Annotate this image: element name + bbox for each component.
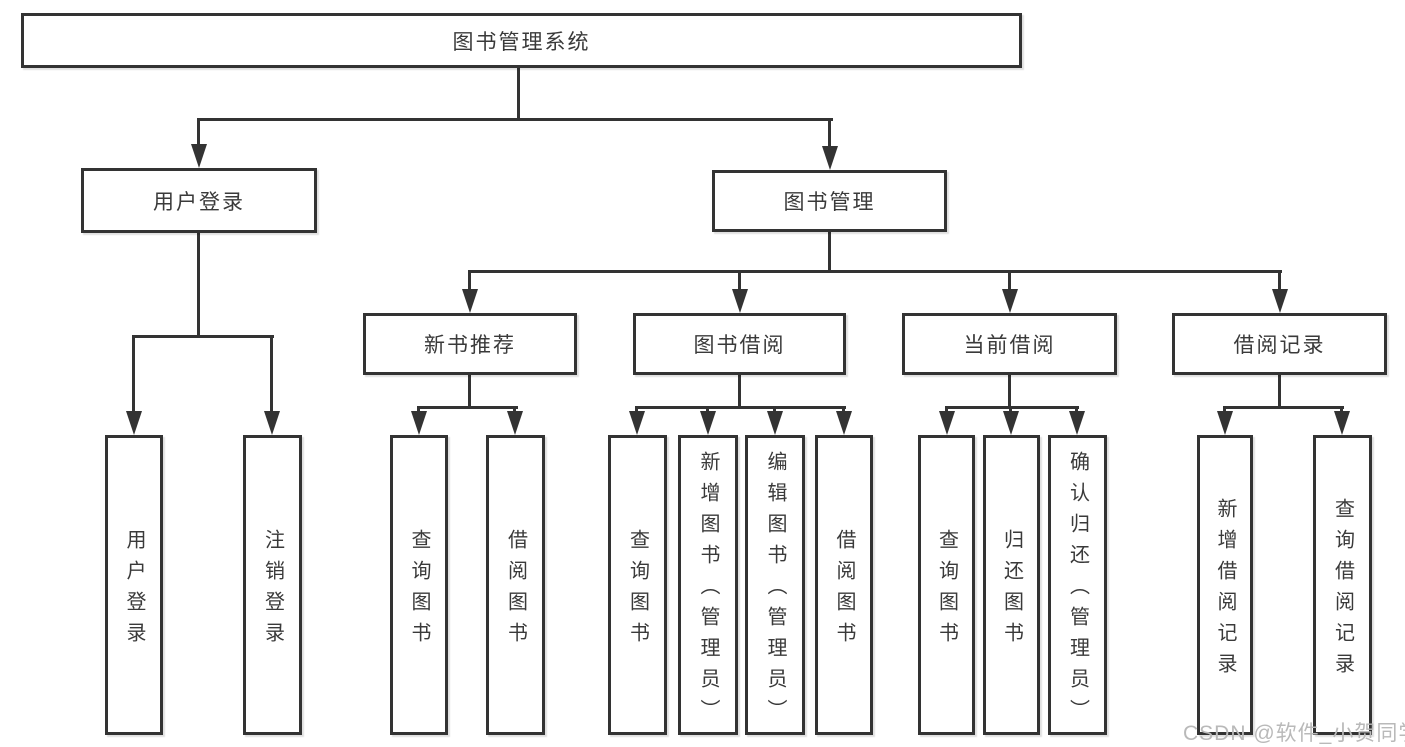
node-label: 查询图书 (935, 528, 958, 653)
node-return-books: 归还图书 (983, 435, 1040, 735)
node-label: 图书管理系统 (452, 30, 591, 54)
node-label: 借阅图书 (504, 528, 527, 653)
node-label: 当前借阅 (963, 334, 1056, 357)
connector-bookborrow-hline (635, 406, 846, 409)
connector-drop-user-login (197, 118, 200, 148)
connector-drop (1340, 406, 1343, 415)
connector-drop (1223, 406, 1226, 415)
node-library-management-system: 图书管理系统 (21, 13, 1022, 68)
connector-currentborrow-hline (945, 406, 1079, 409)
connector-drop-leaf-login (132, 335, 135, 413)
connector-drop (1009, 406, 1012, 415)
connector-root-hline (197, 118, 833, 121)
node-new-book-recommendation: 新书推荐 (363, 313, 577, 375)
node-label: 新增借阅记录 (1214, 497, 1236, 684)
node-add-books-admin: 新增图书（管理员） (678, 435, 738, 735)
node-label: 查询图书 (408, 528, 430, 653)
node-label: 借阅记录 (1233, 334, 1326, 357)
node-label: 编辑图书（管理员） (764, 451, 786, 730)
connector-userlogin-stem (197, 233, 200, 337)
node-label: 用户登录 (123, 528, 145, 653)
node-add-borrow-record: 新增借阅记录 (1197, 435, 1253, 735)
arrow-down-icon (1002, 289, 1018, 313)
node-label: 查询图书 (626, 528, 649, 653)
node-query-books-newbook: 查询图书 (390, 435, 448, 735)
node-label: 新书推荐 (424, 334, 516, 357)
arrow-down-icon (1217, 411, 1233, 435)
connector-drop (945, 406, 948, 415)
node-label: 图书借阅 (693, 334, 786, 357)
connector-bookborrow-stem (738, 375, 741, 408)
arrow-down-icon (836, 411, 852, 435)
connector-drop (635, 406, 638, 415)
node-label: 图书管理 (783, 191, 876, 214)
node-current-borrowing: 当前借阅 (902, 313, 1117, 375)
arrow-down-icon (507, 411, 523, 435)
connector-newbook-stem (468, 375, 471, 408)
connector-drop-borrowrecords (1278, 270, 1281, 291)
arrow-down-icon (822, 146, 838, 170)
arrow-down-icon (767, 411, 783, 435)
connector-root-stem (517, 66, 520, 120)
connector-currentborrow-stem (1008, 375, 1011, 408)
connector-drop-book-management (828, 118, 831, 150)
node-label: 查询借阅记录 (1331, 497, 1354, 684)
node-label: 确认归还（管理员） (1066, 451, 1089, 730)
node-borrow-books-borrowing: 借阅图书 (815, 435, 873, 735)
node-label: 注销登录 (261, 528, 284, 653)
arrow-down-icon (1272, 289, 1288, 313)
connector-drop-newbook (468, 270, 471, 291)
connector-bookmgmt-hline (468, 270, 1282, 273)
connector-drop (513, 406, 516, 415)
connector-drop (1075, 406, 1078, 415)
node-label: 新增图书（管理员） (697, 451, 719, 730)
connector-drop-bookborrow (738, 270, 741, 291)
connector-drop (706, 406, 709, 415)
arrow-down-icon (700, 411, 716, 435)
node-confirm-return-admin: 确认归还（管理员） (1048, 435, 1107, 735)
node-label: 用户登录 (153, 190, 245, 214)
arrow-down-icon (939, 411, 955, 435)
node-borrowing-records: 借阅记录 (1172, 313, 1387, 375)
connector-drop-leaf-logout (270, 335, 273, 413)
arrow-down-icon (462, 289, 478, 313)
arrow-down-icon (1069, 411, 1085, 435)
arrow-down-icon (1334, 411, 1350, 435)
connector-drop-currentborrow (1008, 270, 1011, 291)
connector-userlogin-hline (132, 335, 274, 338)
watermark-text: CSDN @软件_小贺同学 (1183, 722, 1405, 745)
connector-newbook-hline (417, 406, 518, 409)
connector-drop (842, 406, 845, 415)
node-borrow-books-newbook: 借阅图书 (486, 435, 545, 735)
node-query-borrow-record: 查询借阅记录 (1313, 435, 1372, 735)
node-leaf-user-login: 用户登录 (105, 435, 163, 735)
connector-drop (417, 406, 420, 415)
node-book-management: 图书管理 (712, 170, 947, 232)
arrow-down-icon (1003, 411, 1019, 435)
node-leaf-logout: 注销登录 (243, 435, 302, 735)
node-user-login: 用户登录 (81, 168, 317, 233)
node-label: 借阅图书 (833, 528, 855, 653)
arrow-down-icon (191, 144, 207, 168)
connector-borrowrecords-hline (1223, 406, 1344, 409)
arrow-down-icon (732, 289, 748, 313)
node-label: 归还图书 (1000, 528, 1023, 653)
connector-drop (773, 406, 776, 415)
arrow-down-icon (264, 411, 280, 435)
node-book-borrowing: 图书借阅 (633, 313, 846, 375)
node-edit-books-admin: 编辑图书（管理员） (745, 435, 805, 735)
arrow-down-icon (411, 411, 427, 435)
node-query-books-current: 查询图书 (918, 435, 975, 735)
arrow-down-icon (126, 411, 142, 435)
arrow-down-icon (629, 411, 645, 435)
node-query-books-borrowing: 查询图书 (608, 435, 667, 735)
connector-bookmgmt-stem (828, 232, 831, 272)
connector-borrowrecords-stem (1278, 375, 1281, 408)
